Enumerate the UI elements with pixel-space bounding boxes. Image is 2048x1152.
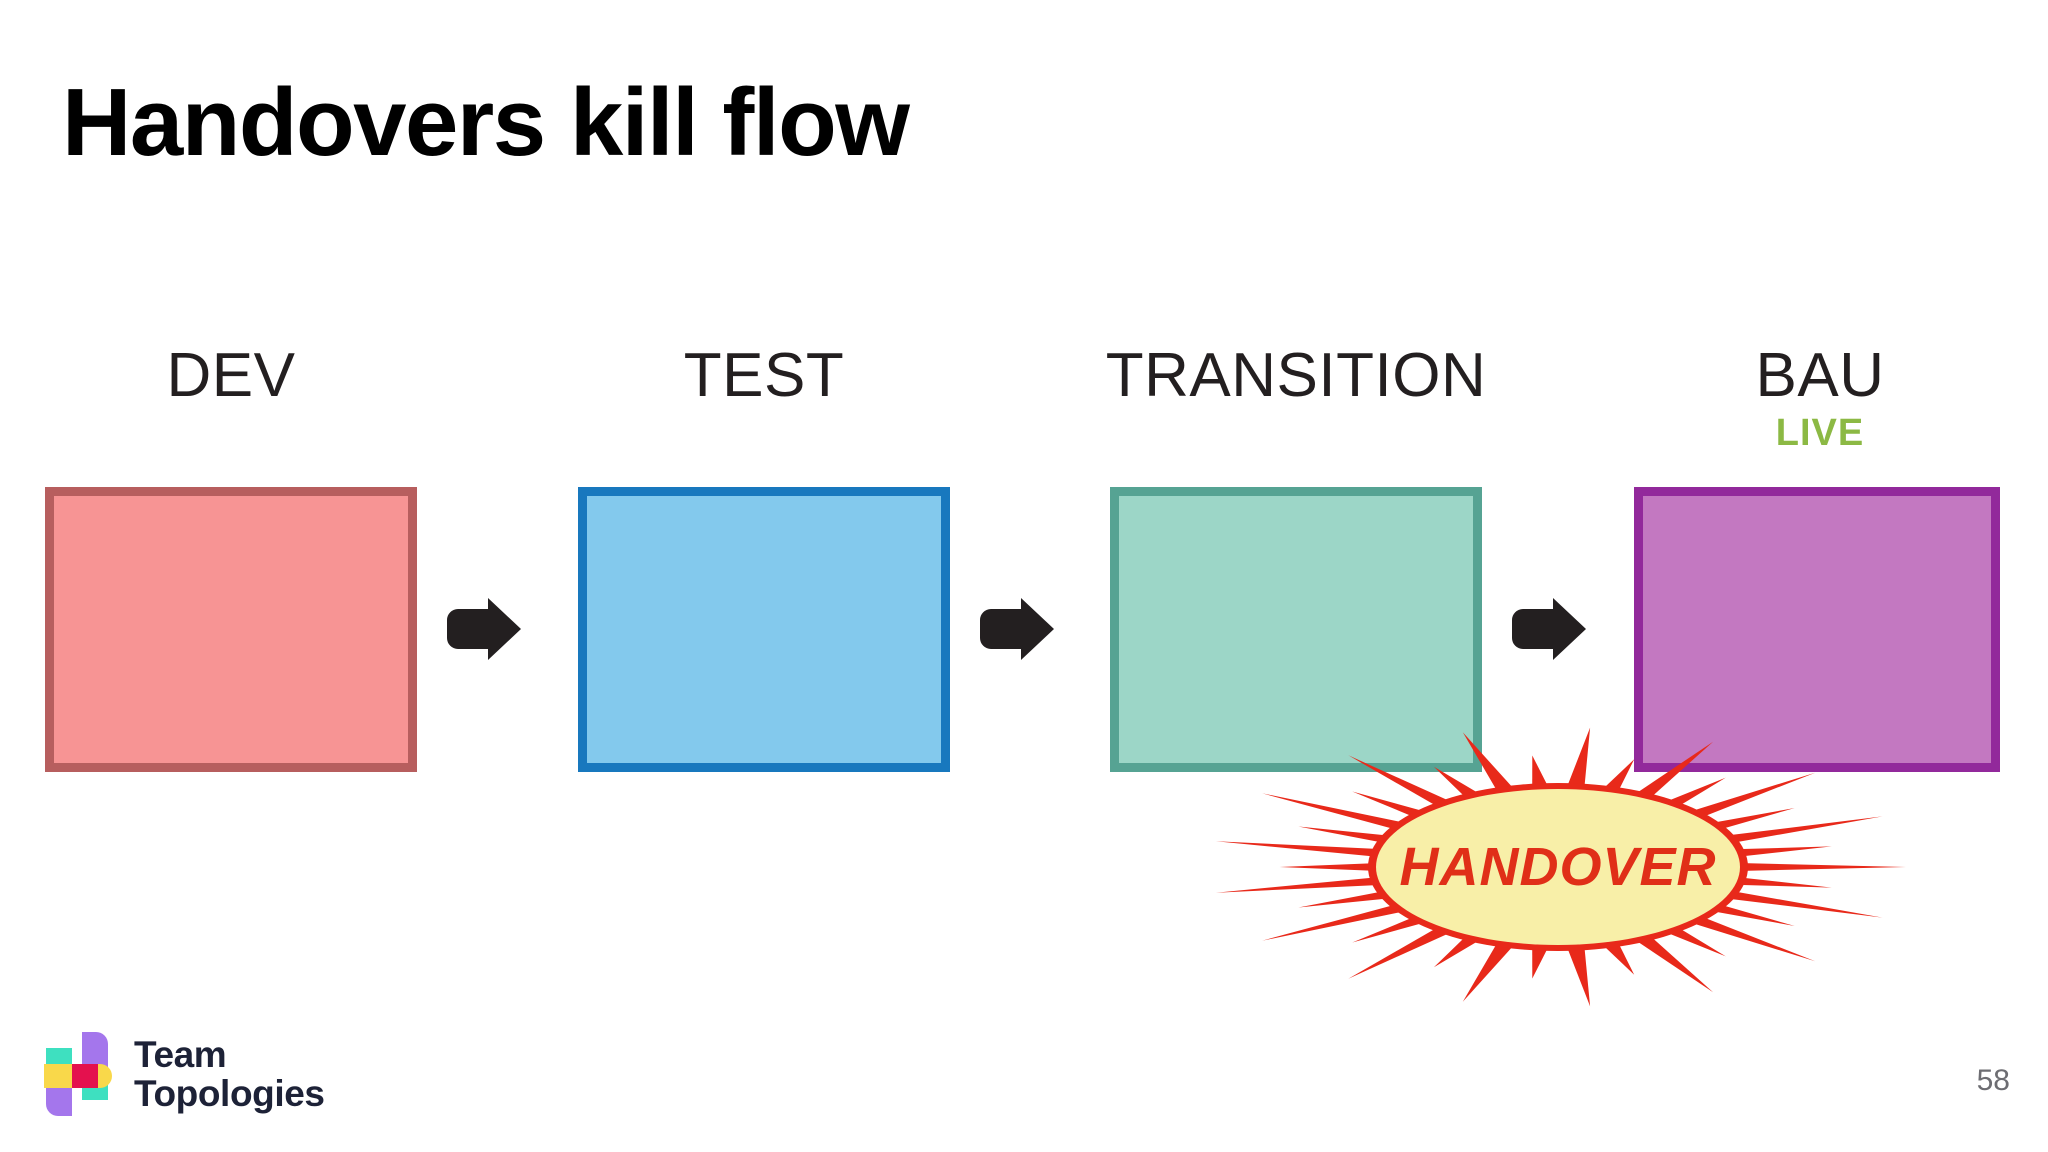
stage-box-test (578, 487, 950, 772)
stage-label-bau: BAU (1755, 341, 1885, 410)
stage-label-transition: TRANSITION (1105, 341, 1487, 410)
arrow-test-to-transition-icon (980, 598, 1054, 660)
team-topologies-logo: Team Topologies (42, 1026, 325, 1122)
logo-wordmark: Team Topologies (134, 1033, 325, 1114)
page-title: Handovers kill flow (62, 69, 910, 176)
stage-box-transition (1110, 487, 1482, 772)
logo-line-1: Team (134, 1033, 227, 1075)
arrow-dev-to-test-icon (447, 598, 521, 660)
team-topologies-logo-mark-icon (44, 1032, 112, 1116)
stage-label-dev: DEV (166, 341, 296, 410)
stage-label-test: TEST (683, 341, 845, 410)
handover-starburst-icon (1215, 727, 1906, 1007)
stage-box-dev (45, 487, 417, 772)
arrow-transition-to-bau-icon (1512, 598, 1586, 660)
logo-line-2: Topologies (134, 1073, 325, 1114)
page-number: 58 (1976, 1064, 2010, 1097)
stage-sublabel-live: LIVE (1775, 412, 1865, 454)
stage-box-bau (1634, 487, 2000, 772)
